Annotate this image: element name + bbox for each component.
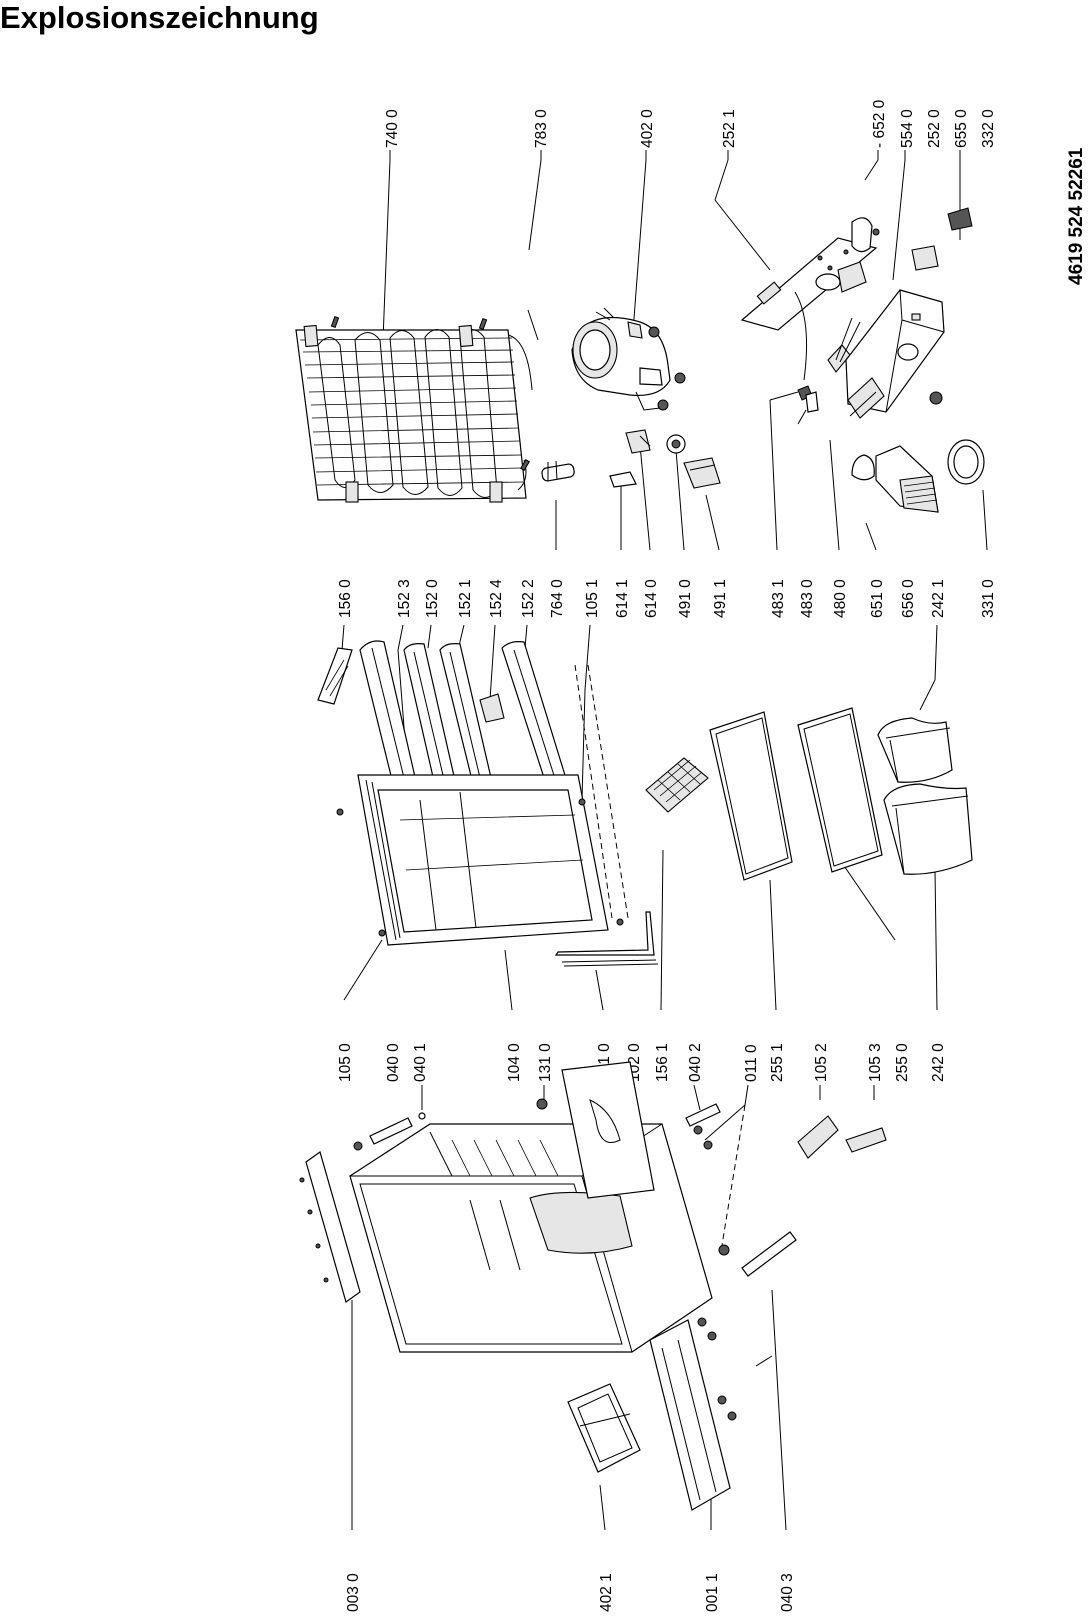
document-number: 4619 524 52261	[1066, 147, 1087, 285]
glass-shelves	[709, 707, 883, 881]
label-131-0: 131 0	[537, 1043, 554, 1082]
mounting-plate	[740, 237, 878, 331]
part-labels: 740 0 783 0 402 0 252 1 - 652 0 554 0 25…	[337, 99, 1087, 1612]
label-011-0: 011 0	[743, 1044, 760, 1082]
label-331-0: 331 0	[980, 579, 997, 618]
label-242-0: 242 0	[930, 1043, 947, 1082]
label-652-0: - 652 0	[871, 99, 888, 148]
label-554-0: 554 0	[899, 109, 916, 148]
label-491-0: 491 0	[677, 579, 694, 618]
label-152-2: 152 2	[520, 579, 537, 618]
label-255-0: 255 0	[894, 1043, 911, 1082]
label-252-0: 252 0	[926, 109, 943, 148]
compressor	[571, 307, 686, 411]
label-483-0: 483 0	[799, 579, 816, 618]
label-614-0: 614 0	[643, 579, 660, 618]
label-656-0: 656 0	[900, 579, 917, 618]
crisper-boxes	[877, 717, 973, 875]
label-152-4: 152 4	[488, 579, 505, 618]
label-740-0: 740 0	[384, 109, 401, 148]
clip	[755, 1355, 773, 1367]
relay-parts	[609, 429, 721, 489]
label-104-0: 104 0	[506, 1043, 523, 1082]
hinge-strip	[741, 1231, 797, 1277]
label-152-1: 152 1	[457, 579, 474, 618]
door-shelves	[359, 640, 569, 798]
cabinet-top-strip	[299, 1151, 361, 1303]
base-rail	[649, 1319, 731, 1511]
lower-hinge	[685, 1103, 737, 1421]
label-156-1: 156 1	[654, 1043, 671, 1082]
freezer-door	[561, 1061, 655, 1199]
door-handles	[797, 1115, 887, 1159]
label-040-2: 040 2	[687, 1043, 704, 1082]
label-040-0: 040 0	[385, 1043, 402, 1082]
label-001-1: 001 1	[704, 1573, 721, 1612]
label-651-0: 651 0	[869, 579, 886, 618]
label-152-3: 152 3	[396, 579, 413, 618]
label-764-0: 764 0	[549, 579, 566, 618]
label-402-0: 402 0	[639, 109, 656, 148]
egg-tray	[645, 757, 709, 813]
lamp-and-control-housing	[815, 207, 973, 419]
label-480-0: 480 0	[832, 579, 849, 618]
label-655-0: 655 0	[953, 109, 970, 148]
label-040-1: 040 1	[412, 1043, 429, 1082]
compressor-tray	[567, 1383, 641, 1473]
label-105-1: 105 1	[584, 579, 601, 618]
door-liner	[336, 774, 624, 946]
thermostat-wiring	[794, 291, 861, 425]
drier-filter	[541, 460, 575, 482]
label-332-0: 332 0	[980, 109, 997, 148]
upper-hinge	[353, 1098, 548, 1151]
cabinet	[349, 1123, 713, 1353]
egg-tray-top	[317, 647, 353, 705]
capillary-tube	[527, 309, 539, 341]
label-252-1: 252 1	[721, 109, 738, 148]
label-105-3: 105 3	[867, 1043, 884, 1082]
label-614-1: 614 1	[614, 579, 631, 618]
label-003-0: 003 0	[345, 1573, 362, 1612]
label-105-2: 105 2	[813, 1043, 830, 1082]
label-783-0: 783 0	[533, 109, 550, 148]
label-255-1: 255 1	[769, 1043, 786, 1082]
door-gasket	[554, 911, 659, 967]
condenser	[295, 315, 533, 503]
label-105-0: 105 0	[337, 1043, 354, 1082]
label-152-0: 152 0	[424, 579, 441, 618]
page-title: Explosionszeichnung	[0, 0, 319, 35]
label-156-0: 156 0	[337, 579, 354, 618]
label-483-1: 483 1	[770, 579, 787, 618]
lamp-cover-parts	[851, 439, 985, 513]
label-402-1: 402 1	[598, 1573, 615, 1612]
label-242-1: 242 1	[930, 579, 947, 618]
label-040-3: 040 3	[779, 1573, 796, 1612]
label-491-1: 491 1	[712, 579, 729, 618]
